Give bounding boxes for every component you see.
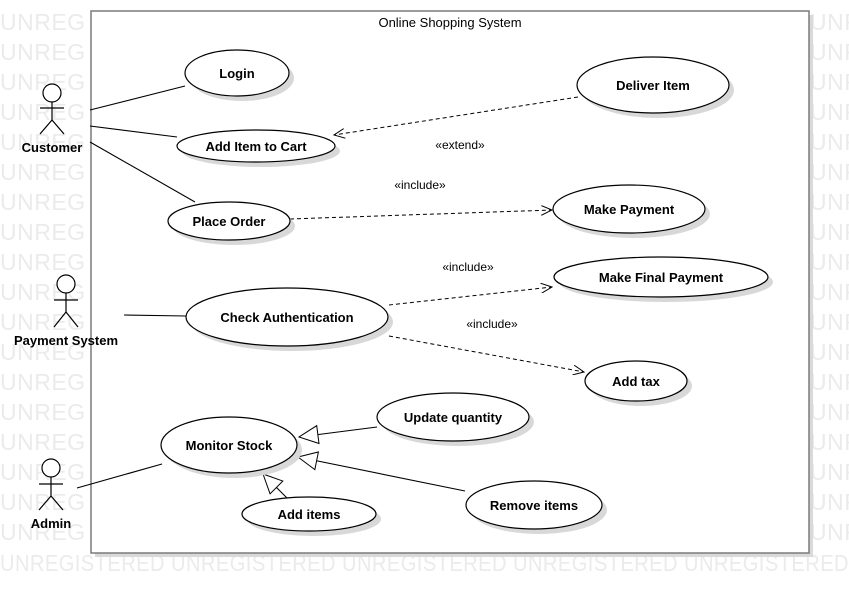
watermark-text: UNR [810,219,849,245]
watermark-text: UNR [810,129,849,155]
watermark-text: UNR [810,369,849,395]
watermark-text: UNREG [0,39,86,65]
include-label-final-payment: «include» [442,260,494,274]
watermark-text: UNREG [0,489,86,515]
watermark-text: UNR [810,489,849,515]
association-customer-cart [89,125,178,138]
use-case-label: Make Payment [584,202,675,217]
association-payment-auth [123,314,187,317]
use-case-label: Login [219,66,254,81]
use-case-label: Make Final Payment [599,270,724,285]
watermark-text: UNR [810,519,849,545]
use-case-label: Remove items [490,498,578,513]
use-case-make-final-payment[interactable]: Make Final Payment [553,256,773,302]
include-label-payment: «include» [394,178,446,192]
actor-label: Customer [22,140,83,155]
use-case-remove-items[interactable]: Remove items [465,480,607,534]
use-case-deliver-item[interactable]: Deliver Item [576,56,734,118]
use-case-label: Check Authentication [220,310,353,325]
watermark-text: UNR [810,249,849,275]
generalization-remove-items [296,451,466,492]
watermark-text: UNR [810,69,849,95]
include-arrow-tax [388,335,584,372]
use-case-add-item-to-cart[interactable]: Add Item to Cart [176,129,340,167]
extend-label: «extend» [435,138,485,152]
use-case-label: Deliver Item [616,78,690,93]
actor-label: Admin [31,516,72,531]
actor-payment-system[interactable]: Payment System [14,274,118,348]
watermark-text: UNR [810,339,849,365]
watermark-text: UNR [810,309,849,335]
use-case-monitor-stock[interactable]: Monitor Stock [160,416,302,478]
use-case-update-quantity[interactable]: Update quantity [376,392,534,446]
watermark-text: UNREG [0,399,86,425]
watermark-text: UNREG [0,159,86,185]
generalization-add-items [262,473,288,499]
watermark-text: UNREG [0,429,86,455]
use-case-check-authentication[interactable]: Check Authentication [185,287,393,351]
association-customer-order [89,141,196,203]
include-arrow-payment [289,210,552,220]
extend-arrow [334,96,579,135]
use-case-add-tax[interactable]: Add tax [584,360,692,406]
watermark-text: UNR [810,399,849,425]
use-case-label: Update quantity [404,410,503,425]
include-arrow-final-payment [388,287,552,306]
use-case-label: Add tax [612,374,660,389]
actor-customer[interactable]: Customer [22,83,83,155]
use-case-label: Place Order [193,214,266,229]
watermark-text: UNR [810,39,849,65]
watermark-text: UNREG [0,369,86,395]
actor-label: Payment System [14,333,118,348]
use-case-place-order[interactable]: Place Order [167,201,295,245]
watermark-text: UNREG [0,339,86,365]
watermark-text: UNREG [0,519,86,545]
system-title: Online Shopping System [378,15,521,30]
include-label-tax: «include» [466,317,518,331]
watermark-right: UNR UNR UNR UNR UNR UNR UNR UNR UNR UNR … [810,9,849,545]
watermark-text: UNR [810,459,849,485]
watermark-text: UNREG [0,189,86,215]
watermark-text: UNREG [0,9,86,35]
watermark-left: UNREG UNREG UNREG UNREG UNREG UNREG UNRE… [0,9,86,545]
use-case-label: Add items [278,507,341,522]
association-admin-stock [76,463,163,489]
use-case-add-items[interactable]: Add items [241,496,381,536]
watermark-text: UNREG [0,219,86,245]
association-customer-login [89,85,186,111]
watermark-text: UNREG [0,309,86,335]
use-case-login[interactable]: Login [184,49,294,101]
watermark-text: UNR [810,9,849,35]
watermark-text: UNR [810,189,849,215]
watermark-text: UNR [810,99,849,125]
generalization-update-quantity [297,424,378,445]
use-case-label: Add Item to Cart [205,139,307,154]
watermark-text: UNREG [0,249,86,275]
use-case-make-payment[interactable]: Make Payment [552,184,710,238]
watermark-text: UNR [810,159,849,185]
watermark-text: UNREG [0,69,86,95]
watermark-text: UNREG [0,99,86,125]
watermark-text: UNR [810,279,849,305]
watermark-text: UNREG [0,129,86,155]
watermark-text: UNR [810,429,849,455]
actor-admin[interactable]: Admin [31,458,72,531]
use-case-label: Monitor Stock [186,438,273,453]
